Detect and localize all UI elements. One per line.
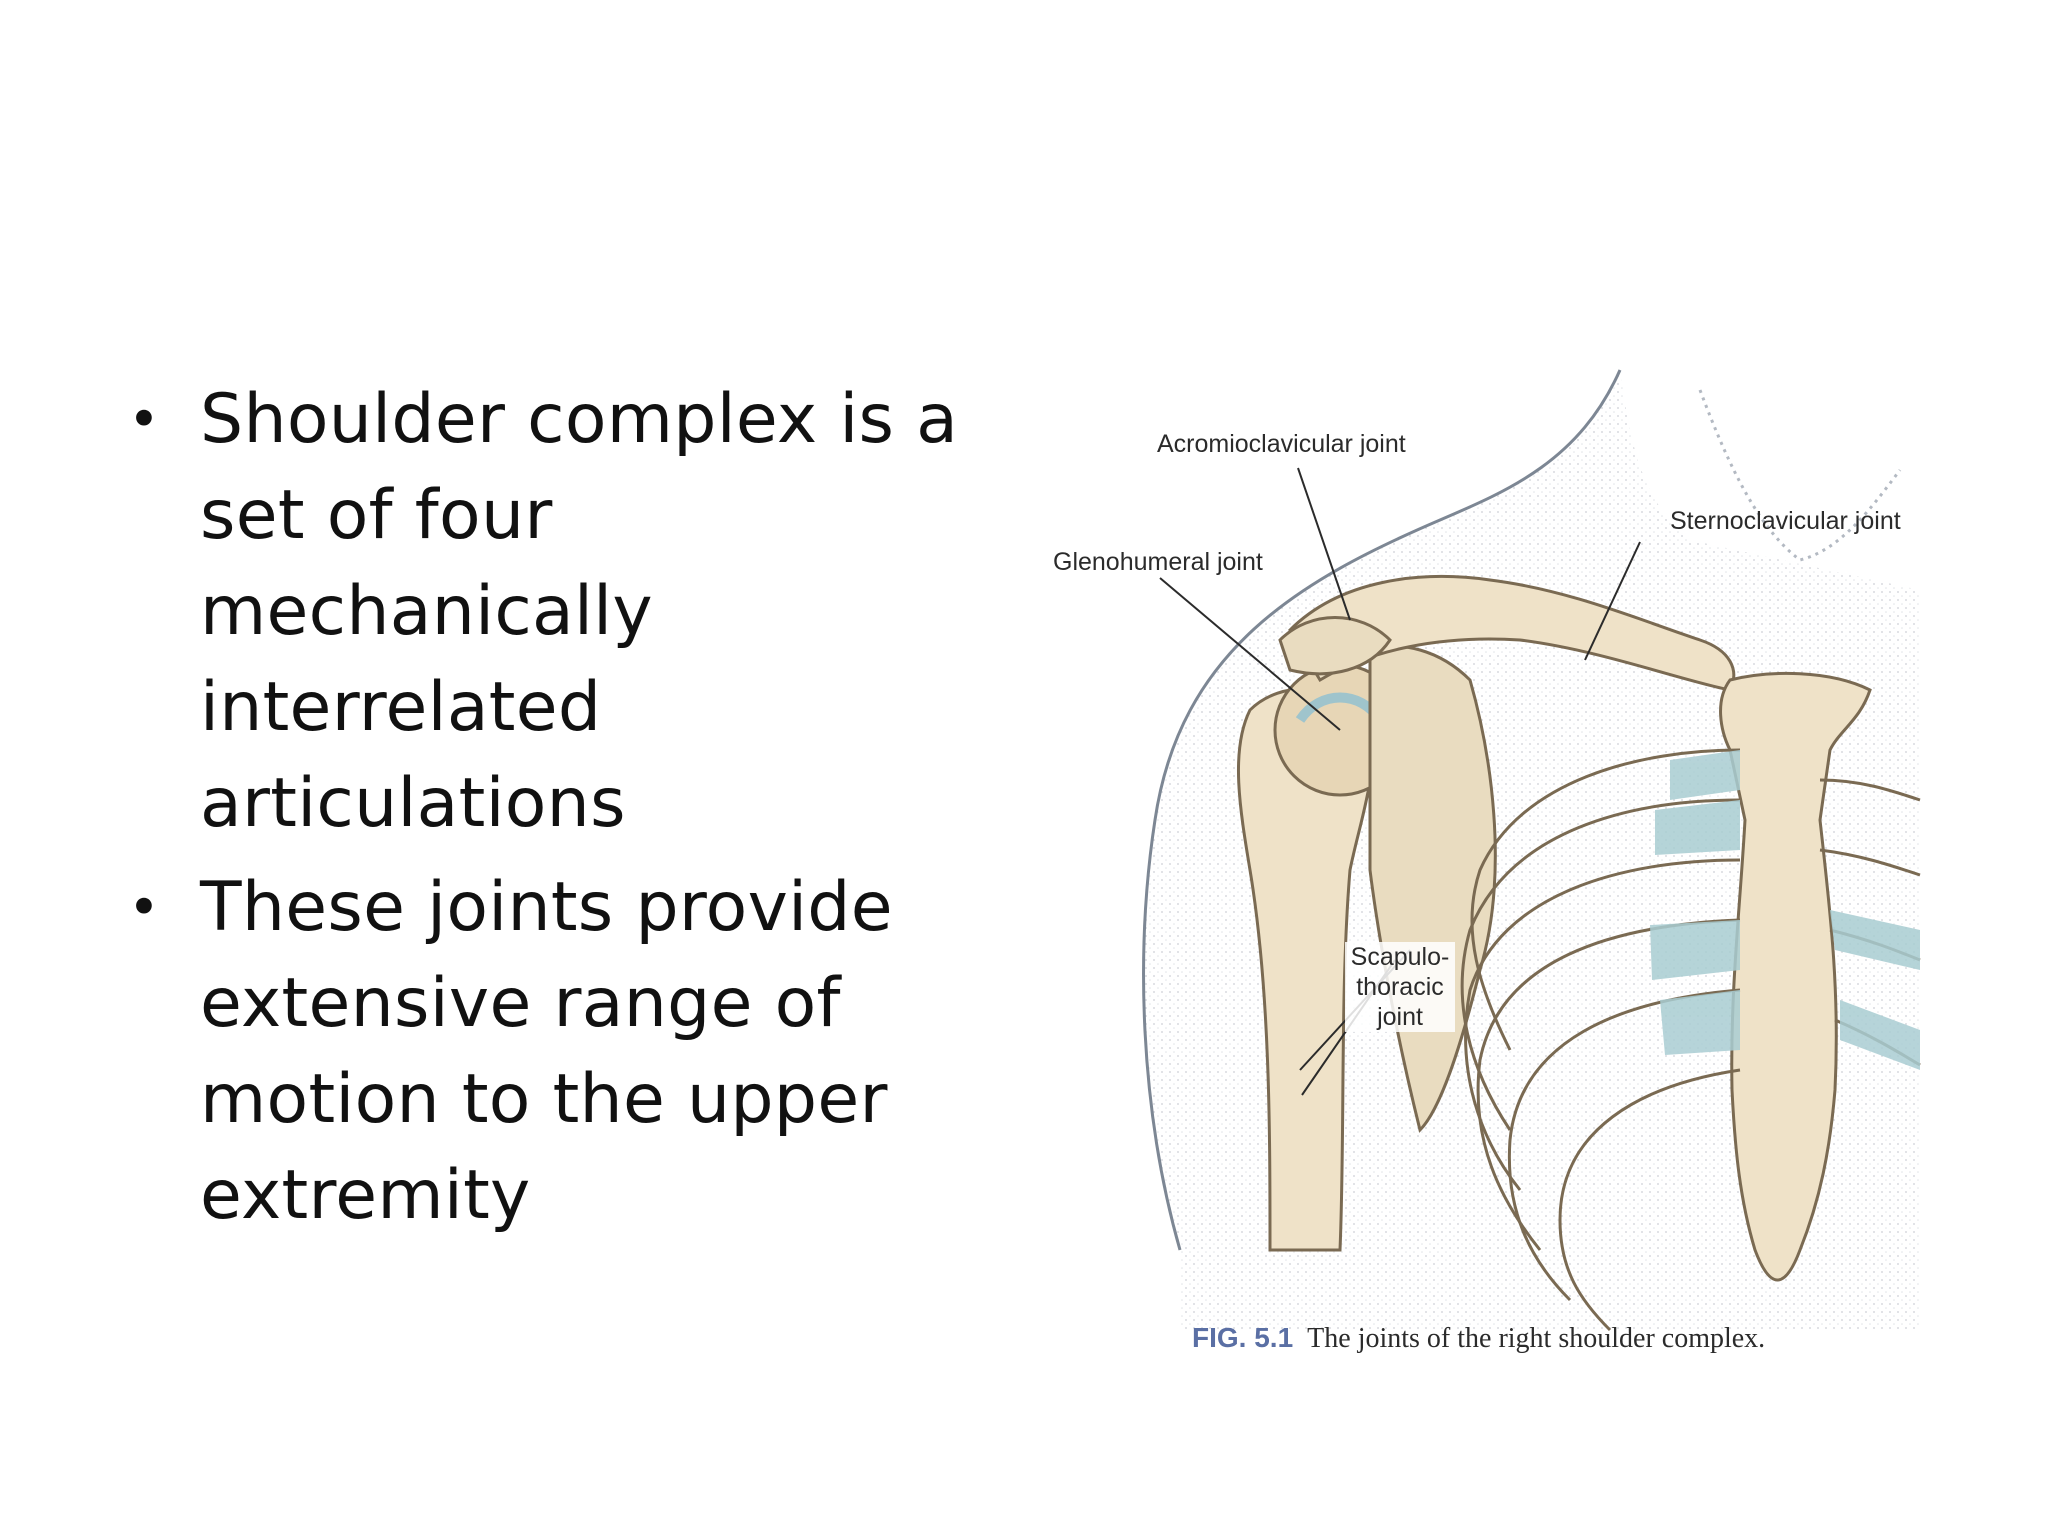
- bullet-marker: •: [128, 876, 160, 939]
- bullet-line: motion to the upper: [200, 1060, 888, 1139]
- label-scapulothoracic-line: Scapulo-: [1350, 943, 1450, 971]
- skin-edge: [1142, 369, 1622, 1251]
- bullet-line: set of four mechanically: [200, 476, 653, 651]
- label-sternoclavicular: Sternoclavicular joint: [1670, 507, 1901, 535]
- label-acromioclavicular: Acromioclavicular joint: [1157, 430, 1406, 458]
- figure-caption: FIG. 5.1 The joints of the right shoulder…: [1192, 1322, 1765, 1355]
- bullet-line: interrelated articulations: [200, 668, 626, 843]
- label-scapulothoracic-line: thoracic: [1356, 973, 1444, 1001]
- bullet-line: Shoulder complex is a: [200, 380, 959, 459]
- costal-cartilage: [1650, 750, 1920, 1070]
- shoulder-illustration: [1142, 369, 1921, 1332]
- clavicle: [1288, 575, 1736, 692]
- bullet-item: • Shoulder complex is a set of four mech…: [118, 372, 1018, 852]
- shoulder-anatomy-figure: Acromioclavicular joint Sternoclavicular…: [1040, 350, 1940, 1380]
- figure-number: FIG. 5.1: [1192, 1322, 1294, 1353]
- bullet-item: • These joints provide extensive range o…: [118, 860, 1018, 1244]
- bullet-marker: •: [128, 388, 160, 451]
- label-glenohumeral: Glenohumeral joint: [1053, 548, 1263, 576]
- bullet-list: • Shoulder complex is a set of four mech…: [118, 372, 1018, 1252]
- bullet-line: extensive range of: [200, 964, 841, 1043]
- label-scapulothoracic: Scapulo- thoracic joint: [1345, 942, 1455, 1032]
- label-scapulothoracic-line: joint: [1377, 1003, 1423, 1031]
- bullet-line: These joints provide: [200, 868, 893, 947]
- figure-caption-text: The joints of the right shoulder complex…: [1307, 1323, 1766, 1354]
- bullet-line: extremity: [200, 1156, 531, 1235]
